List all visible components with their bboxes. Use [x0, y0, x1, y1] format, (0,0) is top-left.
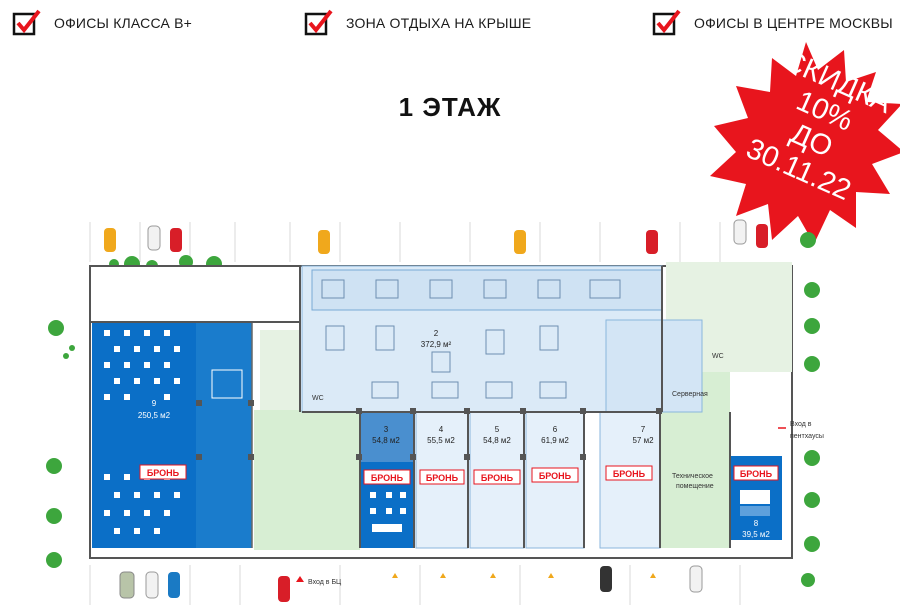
floor-title: 1 ЭТАЖ: [398, 92, 502, 122]
servery-label: Серверная: [672, 391, 708, 398]
unit-6-number: 6: [553, 425, 558, 434]
feature-label: ЗОНА ОТДЫХА НА КРЫШЕ: [346, 15, 532, 31]
unit-4-number: 4: [439, 425, 444, 434]
booked-label: БРОНЬ: [539, 471, 572, 481]
unit-3-number: 3: [384, 425, 389, 434]
checkbox-check-icon: [12, 9, 41, 36]
feature-item-center: ОФИСЫ В ЦЕНТРЕ МОСКВЫ: [652, 8, 893, 38]
booked-label: БРОНЬ: [426, 473, 459, 483]
unit-9-furniture: [104, 330, 180, 534]
checkbox-check-icon: [652, 9, 681, 36]
unit-8-number: 8: [754, 519, 759, 528]
unit-2-area-label: 372,9 м²: [421, 340, 452, 349]
penthouse-entrance-label-2: пентхаусы: [790, 433, 824, 440]
feature-label: ОФИСЫ КЛАССА В+: [54, 15, 193, 31]
penthouse-entrance-label: Вход в: [790, 421, 812, 428]
common-area-left: [254, 410, 360, 550]
booked-label: БРОНЬ: [371, 473, 404, 483]
unit-5-number: 5: [495, 425, 500, 434]
unit-2-furniture: [321, 279, 621, 399]
parked-cars: [104, 219, 768, 602]
booked-label: БРОНЬ: [147, 468, 180, 478]
feature-item-roof: ЗОНА ОТДЫХА НА КРЫШЕ: [304, 8, 531, 38]
feature-label: ОФИСЫ В ЦЕНТРЕ МОСКВЫ: [694, 15, 893, 31]
entrance-label: Вход в БЦ: [308, 579, 342, 586]
unit-9-area-label: 250,5 м2: [138, 411, 171, 420]
parking-area-top: [89, 222, 721, 262]
booked-stamps: БРОНЬ БРОНЬ БРОНЬ БРОНЬ БРОНЬ БРОНЬ БРОН…: [139, 464, 779, 485]
tech-room-label-2: помещение: [676, 483, 714, 490]
unit-6-area-label: 61,9 м2: [541, 436, 569, 445]
booked-label: БРОНЬ: [481, 473, 514, 483]
warning-marks: [392, 573, 656, 578]
unit-2-number: 2: [434, 329, 439, 338]
unit-8-area-label: 39,5 м2: [742, 530, 770, 539]
unit-9-number: 9: [152, 399, 157, 408]
promo-starburst-icon: [710, 42, 900, 244]
unit-5-area-label: 54,8 м2: [483, 436, 511, 445]
unit-3-area-label: 54,8 м2: [372, 436, 400, 445]
parking-area-bottom: [89, 565, 741, 605]
unit-4-area-label: 55,5 м2: [427, 436, 455, 445]
wc-label-right: WC: [712, 353, 724, 360]
walls: [90, 266, 731, 548]
wc-label: WC: [312, 395, 324, 402]
columns: [196, 400, 662, 460]
checkbox-check-icon: [304, 9, 333, 36]
tech-room-label: Техническое: [672, 473, 713, 480]
unit-7-area-label: 57 м2: [632, 436, 654, 445]
booked-label: БРОНЬ: [740, 469, 773, 479]
unit-3-area: [360, 412, 414, 462]
booked-label: БРОНЬ: [613, 469, 646, 479]
feature-item-class-b: ОФИСЫ КЛАССА В+: [12, 8, 192, 38]
unit-7-number: 7: [641, 425, 646, 434]
unit-3-furniture: [370, 492, 406, 532]
arrow-up-icon: [296, 576, 304, 582]
